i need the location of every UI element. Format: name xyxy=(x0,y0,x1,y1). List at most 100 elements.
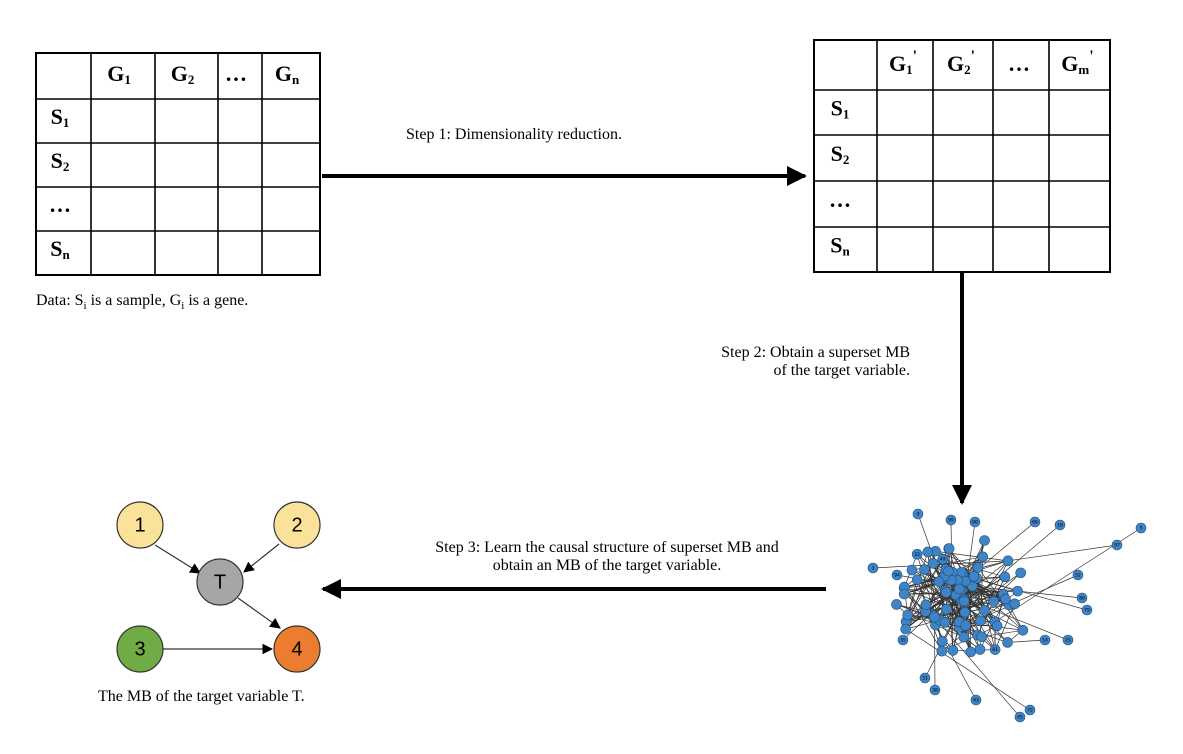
right-row-header-1-base: S xyxy=(831,96,843,121)
mb-node-1: 1 xyxy=(116,501,164,549)
network-node xyxy=(965,646,977,658)
network-node xyxy=(1009,598,1020,610)
right-row-header-2-subscript: 2 xyxy=(843,152,850,167)
network-edge xyxy=(994,603,1016,650)
mb-node-label: 4 xyxy=(291,638,302,660)
network-node xyxy=(891,599,902,610)
network-node xyxy=(1024,704,1036,716)
network-node xyxy=(1062,634,1074,646)
left-col-header-2: G2 xyxy=(171,61,195,87)
right-row-header-4-base: S xyxy=(830,233,842,258)
right-col-header-4-subscript: m xyxy=(1078,62,1089,77)
network-node xyxy=(1072,569,1084,581)
network-node xyxy=(933,576,945,587)
network-node xyxy=(940,587,952,598)
network-node xyxy=(1002,555,1014,567)
mb-node-label: 3 xyxy=(134,638,145,660)
network-node xyxy=(927,558,939,569)
network-node xyxy=(919,672,931,684)
network-node xyxy=(1081,604,1093,616)
network-node xyxy=(867,562,879,574)
right-table-gridlines xyxy=(814,40,1110,272)
network-node-label: 66 xyxy=(1032,520,1038,526)
mb-node-circle xyxy=(196,558,244,606)
network-node-label: 9 xyxy=(917,512,920,518)
right-row-header-3-base: … xyxy=(829,187,851,212)
right-row-header-4: Sn xyxy=(830,233,850,259)
network-node xyxy=(929,611,940,623)
left-col-header-2-base: G xyxy=(171,61,188,86)
network-node-label: 25 xyxy=(1065,638,1071,644)
superset-mb-network: 9519731384572435286792518669094359914632… xyxy=(867,508,1147,723)
network-node xyxy=(900,623,912,635)
network-node xyxy=(911,548,923,560)
network-edge xyxy=(1017,590,1083,599)
network-node xyxy=(1054,519,1066,531)
caption-part: is a sample, G xyxy=(86,292,182,309)
network-edge xyxy=(934,616,1021,718)
network-node-label: 72 xyxy=(1027,708,1033,714)
caption-part: is a gene. xyxy=(184,292,249,309)
network-node xyxy=(1014,711,1026,723)
step3-label: Step 3: Learn the causal structure of su… xyxy=(383,539,831,575)
network-node xyxy=(937,553,949,565)
right-row-header-1-subscript: 1 xyxy=(843,106,850,121)
left-row-header-1: S1 xyxy=(51,104,70,130)
left-row-header-4-subscript: n xyxy=(63,247,71,262)
right-col-header-2: G2' xyxy=(947,48,975,77)
network-node-label: 38 xyxy=(932,688,938,694)
network-node-label: 99 xyxy=(948,518,954,524)
network-node xyxy=(975,615,986,627)
network-edge xyxy=(1007,544,1118,562)
mb-node-label: 2 xyxy=(291,514,302,536)
network-node xyxy=(898,588,910,600)
network-node xyxy=(943,565,954,577)
network-edge xyxy=(924,569,947,610)
network-node-label: 18 xyxy=(1057,523,1063,529)
right-col-header-2-base: G xyxy=(947,51,964,76)
network-node-label: 43 xyxy=(973,698,979,704)
network-node-label: 90 xyxy=(972,520,978,526)
network-edge xyxy=(972,585,1018,592)
mb-node-label: 1 xyxy=(134,514,145,536)
left-col-header-4: Gn xyxy=(275,61,300,87)
network-node-label: 79 xyxy=(1084,608,1090,614)
right-row-header-2: S2 xyxy=(831,141,850,167)
caption-part: Data: S xyxy=(36,292,84,309)
right-row-header-2-base: S xyxy=(831,141,843,166)
network-edge xyxy=(969,584,972,652)
network-node xyxy=(945,514,957,526)
mb-graph-caption: The MB of the target variable T. xyxy=(98,688,305,705)
right-col-header-4-base: G xyxy=(1061,51,1078,76)
network-node xyxy=(974,644,986,655)
left-row-header-1-base: S xyxy=(51,104,63,129)
network-node xyxy=(958,631,970,643)
network-edge xyxy=(984,560,1009,611)
network-node xyxy=(999,571,1011,583)
network-edge xyxy=(1007,639,1046,643)
network-node xyxy=(969,516,981,528)
network-edge xyxy=(1008,574,1079,606)
mb-node-circle xyxy=(116,625,164,673)
caption-subscript: i xyxy=(181,300,185,313)
right-col-header-1: G1' xyxy=(889,48,917,77)
network-node xyxy=(937,636,948,647)
network-node-label: 31 xyxy=(922,676,928,682)
network-node xyxy=(897,634,909,646)
left-row-header-1-subscript: 1 xyxy=(63,115,70,130)
left-table-caption: Data: Si is a sample, Gi is a gene. xyxy=(36,292,248,312)
left-col-header-4-subscript: n xyxy=(292,72,300,87)
mb-node-circle xyxy=(116,501,164,549)
edge-1-to-T xyxy=(154,544,201,574)
network-node xyxy=(912,508,924,520)
network-node-label: 97 xyxy=(1114,543,1120,549)
network-node-label: 49 xyxy=(940,557,946,563)
network-edge xyxy=(938,581,946,623)
network-node xyxy=(1015,567,1026,579)
network-node xyxy=(991,620,1003,632)
left-row-header-2: S2 xyxy=(51,148,70,174)
network-node xyxy=(906,564,918,576)
